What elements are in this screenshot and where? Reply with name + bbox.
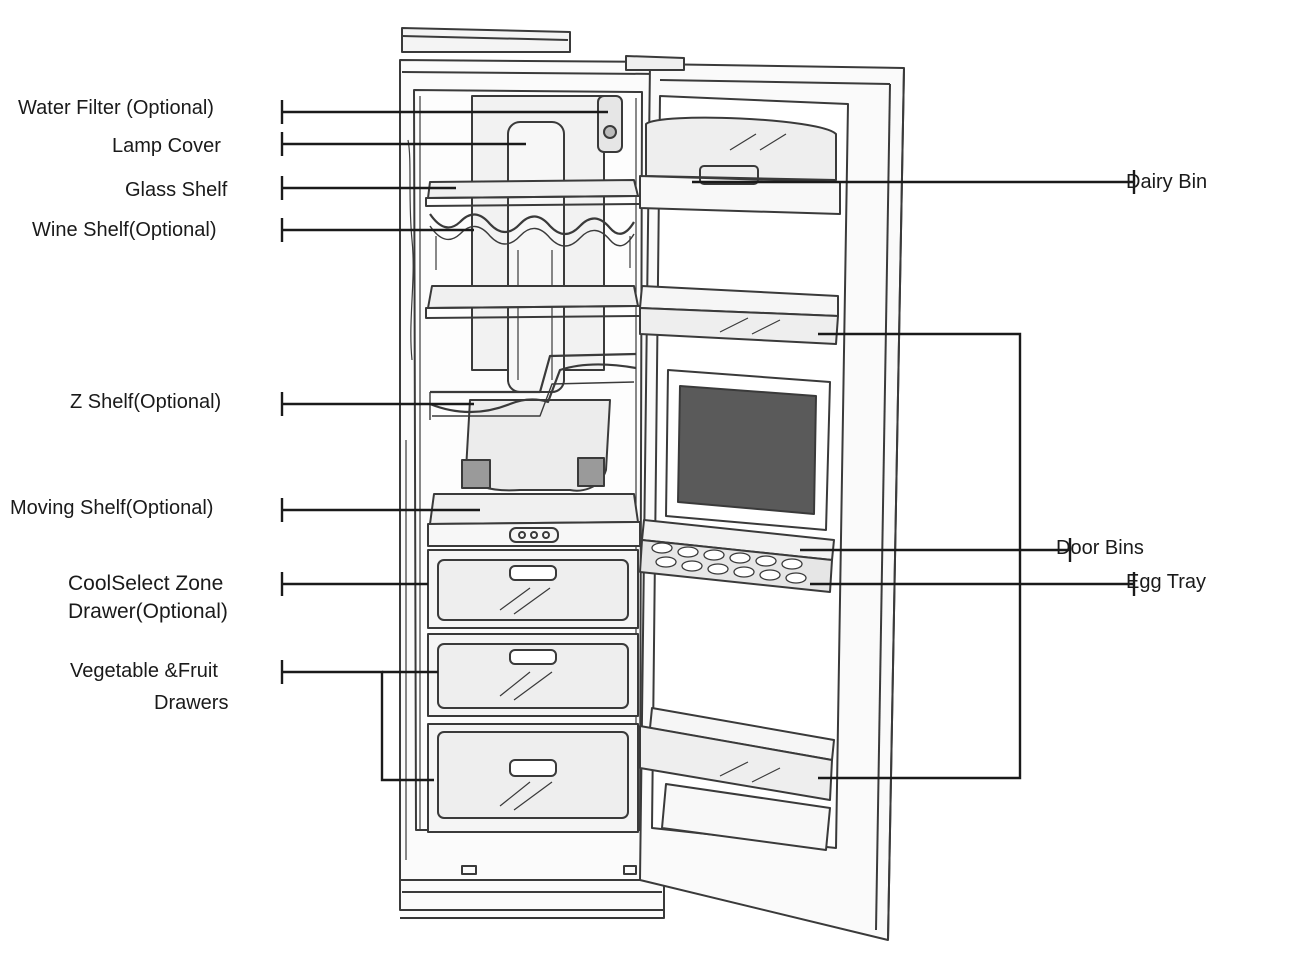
vegetable-drawer-lower bbox=[428, 724, 638, 832]
label-z-shelf: Z Shelf(Optional) bbox=[70, 392, 221, 412]
door-bin-upper bbox=[640, 286, 838, 344]
label-coolselect-line1: CoolSelect Zone bbox=[68, 573, 223, 594]
coolselect-drawer-shape bbox=[428, 550, 638, 628]
label-vegetable-line1: Vegetable &Fruit bbox=[70, 661, 218, 681]
label-vegetable-line2: Drawers bbox=[154, 693, 228, 713]
dairy-bin bbox=[640, 118, 840, 214]
label-moving-shelf: Moving Shelf(Optional) bbox=[10, 498, 213, 518]
label-lamp-cover: Lamp Cover bbox=[112, 136, 221, 156]
label-water-filter: Water Filter (Optional) bbox=[18, 98, 214, 118]
vegetable-drawer-upper bbox=[428, 634, 638, 716]
moving-shelf bbox=[428, 494, 640, 546]
label-egg-tray: Egg Tray bbox=[1126, 572, 1206, 592]
label-coolselect-line2: Drawer(Optional) bbox=[68, 601, 228, 622]
label-dairy-bin: Dairy Bin bbox=[1126, 172, 1207, 192]
label-wine-shelf: Wine Shelf(Optional) bbox=[32, 220, 217, 240]
label-door-bins: Door Bins bbox=[1056, 538, 1144, 558]
label-glass-shelf: Glass Shelf bbox=[125, 180, 227, 200]
door-screen-panel bbox=[666, 370, 830, 530]
